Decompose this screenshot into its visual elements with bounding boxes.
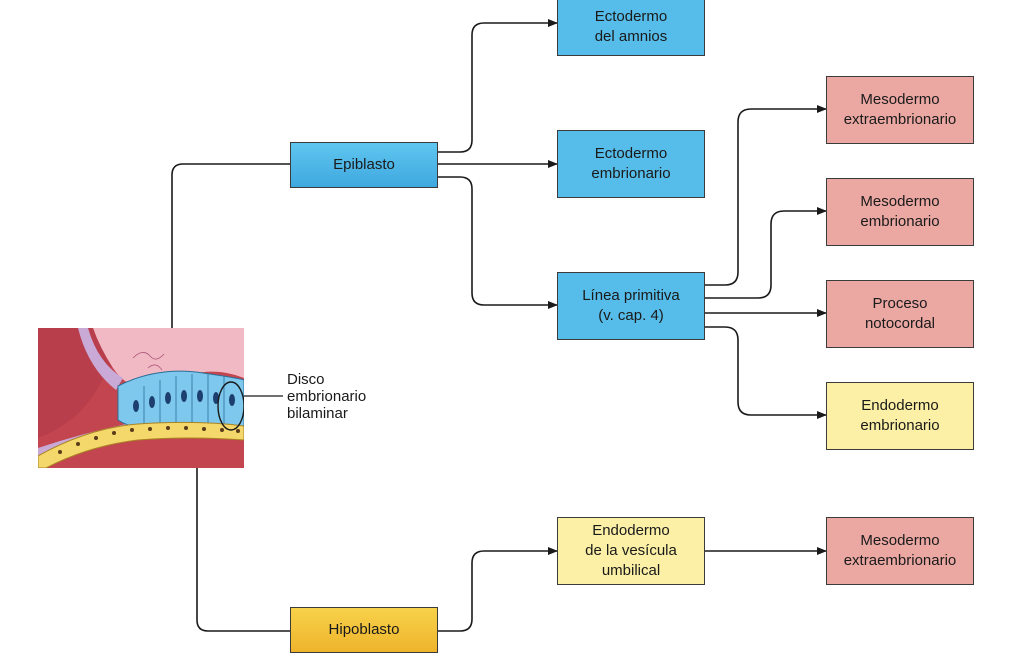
node-epiblasto: Epiblasto (290, 142, 438, 188)
node-linea-primitiva: Línea primitiva (v. cap. 4) (557, 272, 705, 340)
node-ectodermo-amnios: Ectodermo del amnios (557, 0, 705, 56)
node-proceso-notocordal: Proceso notocordal (826, 280, 974, 348)
node-mesodermo-extraembrionario-2: Mesodermo extraembrionario (826, 517, 974, 585)
edge-linea-to-mesodermo-embrionario (705, 207, 827, 299)
disc-caption: Disco embrionario bilaminar (287, 371, 367, 422)
node-mesodermo-extraembrionario-1: Mesodermo extraembrionario (826, 76, 974, 144)
node-ectodermo-embrionario: Ectodermo embrionario (557, 130, 705, 198)
edge-linea-to-endodermo-embrionario (705, 326, 827, 419)
node-endodermo-vesicula-umbilical: Endodermo de la vesícula umbilical (557, 517, 705, 585)
node-hipoblasto: Hipoblasto (290, 607, 438, 653)
edge-linea-to-mesodermo-extra (705, 105, 827, 286)
edge-hipoblasto-to-endodermo-vesicula (438, 547, 558, 632)
node-mesodermo-embrionario: Mesodermo embrionario (826, 178, 974, 246)
edge-epiblasto-to-linea-primitiva (438, 176, 558, 309)
edge-epiblasto-to-ectodermo-amnios (438, 19, 558, 153)
edge-disc-to-hipoblasto (196, 432, 290, 632)
edge-disc-to-epiblasto (171, 163, 290, 380)
bilaminar-disc-illustration (38, 328, 244, 468)
node-endodermo-embrionario: Endodermo embrionario (826, 382, 974, 450)
